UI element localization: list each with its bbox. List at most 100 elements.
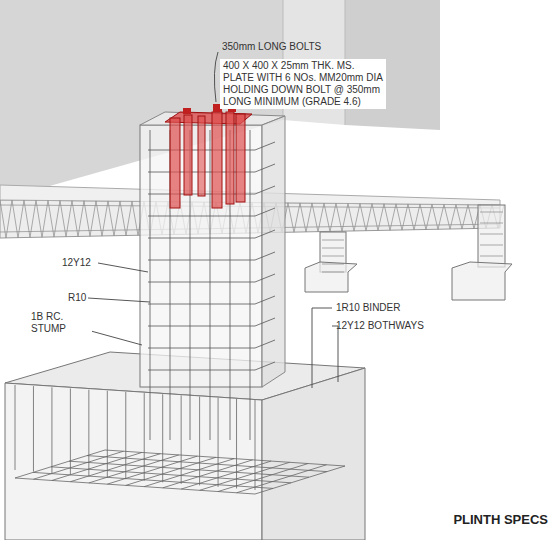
rebar-stroke bbox=[330, 203, 336, 231]
rebar-stroke bbox=[288, 203, 294, 232]
footing-front bbox=[5, 383, 262, 540]
rebar-stroke bbox=[218, 398, 219, 487]
rebar-stroke bbox=[125, 392, 126, 479]
rebar-stroke bbox=[336, 203, 342, 231]
rebar-stroke bbox=[426, 204, 432, 229]
rebar-stroke bbox=[324, 203, 330, 231]
rebar-stroke bbox=[306, 203, 312, 232]
rebar-stroke bbox=[480, 256, 503, 257]
rebar-stroke bbox=[255, 186, 275, 194]
rebar-stroke bbox=[51, 387, 52, 473]
rebar-stroke bbox=[294, 203, 300, 232]
rebar-stroke bbox=[88, 390, 89, 477]
rebar-stroke bbox=[300, 203, 306, 232]
rebar-stroke bbox=[148, 348, 255, 349]
rebar-stroke bbox=[51, 467, 291, 483]
rebar-stroke bbox=[33, 472, 273, 488]
rebar-stroke bbox=[312, 203, 318, 232]
rebar-stroke bbox=[255, 208, 275, 216]
footing-side bbox=[262, 368, 365, 540]
rebar-stroke bbox=[96, 201, 102, 236]
rebar-stroke bbox=[105, 450, 345, 466]
caption: PLINTH SPECS bbox=[453, 514, 548, 526]
rebar-stroke bbox=[199, 397, 200, 486]
rebar-stroke bbox=[54, 200, 60, 237]
rebar-stroke bbox=[107, 391, 108, 478]
rebar-stroke bbox=[30, 200, 36, 237]
rebar-stroke bbox=[462, 205, 468, 229]
rebar-label: 12Y12 bbox=[62, 257, 91, 269]
rebar-stroke bbox=[480, 245, 503, 246]
rebar-stroke bbox=[255, 318, 275, 326]
rebar-stroke bbox=[420, 204, 426, 229]
rebar-stroke bbox=[150, 130, 151, 440]
rebar-stroke bbox=[322, 256, 344, 257]
holding-down-bolts bbox=[165, 104, 252, 208]
rebar-stroke bbox=[148, 260, 255, 261]
rebar-stroke bbox=[322, 264, 344, 265]
rebar-stroke bbox=[108, 201, 114, 236]
rebar-stroke bbox=[255, 296, 275, 304]
rebar-stroke bbox=[322, 240, 344, 241]
rebar-stroke bbox=[255, 252, 275, 260]
binder-label: 1R10 BINDER bbox=[336, 302, 400, 314]
rebar-stroke bbox=[432, 204, 438, 229]
stump-side bbox=[262, 116, 285, 387]
rebar-stroke bbox=[480, 212, 503, 213]
rebar-stroke bbox=[255, 400, 256, 490]
rebar-stroke bbox=[42, 200, 48, 237]
rebar-stroke bbox=[366, 204, 372, 231]
rebar-stroke bbox=[348, 203, 354, 231]
footing-mesh bbox=[15, 385, 345, 494]
rebar-stroke bbox=[114, 201, 120, 236]
rebar-stroke bbox=[408, 204, 414, 230]
rebar-stroke bbox=[84, 201, 90, 236]
rebar-stroke bbox=[181, 395, 182, 483]
rebar-stroke bbox=[162, 394, 163, 482]
rebar-stroke bbox=[318, 203, 324, 232]
rebar-stroke bbox=[66, 201, 72, 237]
rebar-stroke bbox=[384, 204, 390, 230]
rebar-stroke bbox=[90, 201, 96, 236]
rebar-stroke bbox=[255, 340, 275, 348]
mesh-label: 12Y12 BOTHWAYS bbox=[336, 320, 424, 332]
rebar-stroke bbox=[33, 386, 34, 471]
rebar-stroke bbox=[255, 274, 275, 282]
rebar-stroke bbox=[144, 393, 145, 481]
rebar-stroke bbox=[87, 456, 327, 472]
rebar-stroke bbox=[438, 204, 444, 229]
rebar-stroke bbox=[102, 201, 108, 236]
rebar-stroke bbox=[15, 478, 255, 494]
rebar-stroke bbox=[396, 204, 402, 230]
rebar-stroke bbox=[450, 204, 456, 229]
rebar-stroke bbox=[120, 201, 126, 235]
rebar-stroke bbox=[148, 238, 255, 239]
rebar-stroke bbox=[236, 399, 237, 489]
rebar-stroke bbox=[148, 326, 255, 327]
rebar-stroke bbox=[480, 223, 503, 224]
rebar-stroke bbox=[132, 201, 138, 235]
rebar-stroke bbox=[210, 130, 211, 440]
rebar-stroke bbox=[342, 203, 348, 231]
rebar-stroke bbox=[322, 272, 344, 273]
rebar-stroke bbox=[126, 201, 132, 235]
rebar-stroke bbox=[360, 204, 366, 231]
rebar-stroke bbox=[456, 205, 462, 229]
link-label: R10 bbox=[68, 292, 86, 304]
rebar-stroke bbox=[148, 216, 255, 217]
rebar-stroke bbox=[322, 248, 344, 249]
rebar-stroke bbox=[6, 200, 12, 238]
rebar-stroke bbox=[72, 201, 78, 237]
rebar-stroke bbox=[255, 164, 275, 172]
bolt-length-label: 350mm LONG BOLTS bbox=[222, 41, 321, 53]
rebar-stroke bbox=[69, 461, 309, 477]
plate-note: 400 X 400 X 25mm THK. MS. PLATE WITH 6 N… bbox=[220, 59, 386, 109]
rebar-stroke bbox=[444, 204, 450, 229]
rebar-stroke bbox=[354, 203, 360, 231]
rebar-stroke bbox=[480, 234, 503, 235]
minor-stumps bbox=[305, 205, 512, 300]
minor-rebar bbox=[322, 212, 503, 272]
rebar-stroke bbox=[148, 282, 255, 283]
rebar-stroke bbox=[18, 200, 24, 238]
rebar-stroke bbox=[402, 204, 408, 230]
